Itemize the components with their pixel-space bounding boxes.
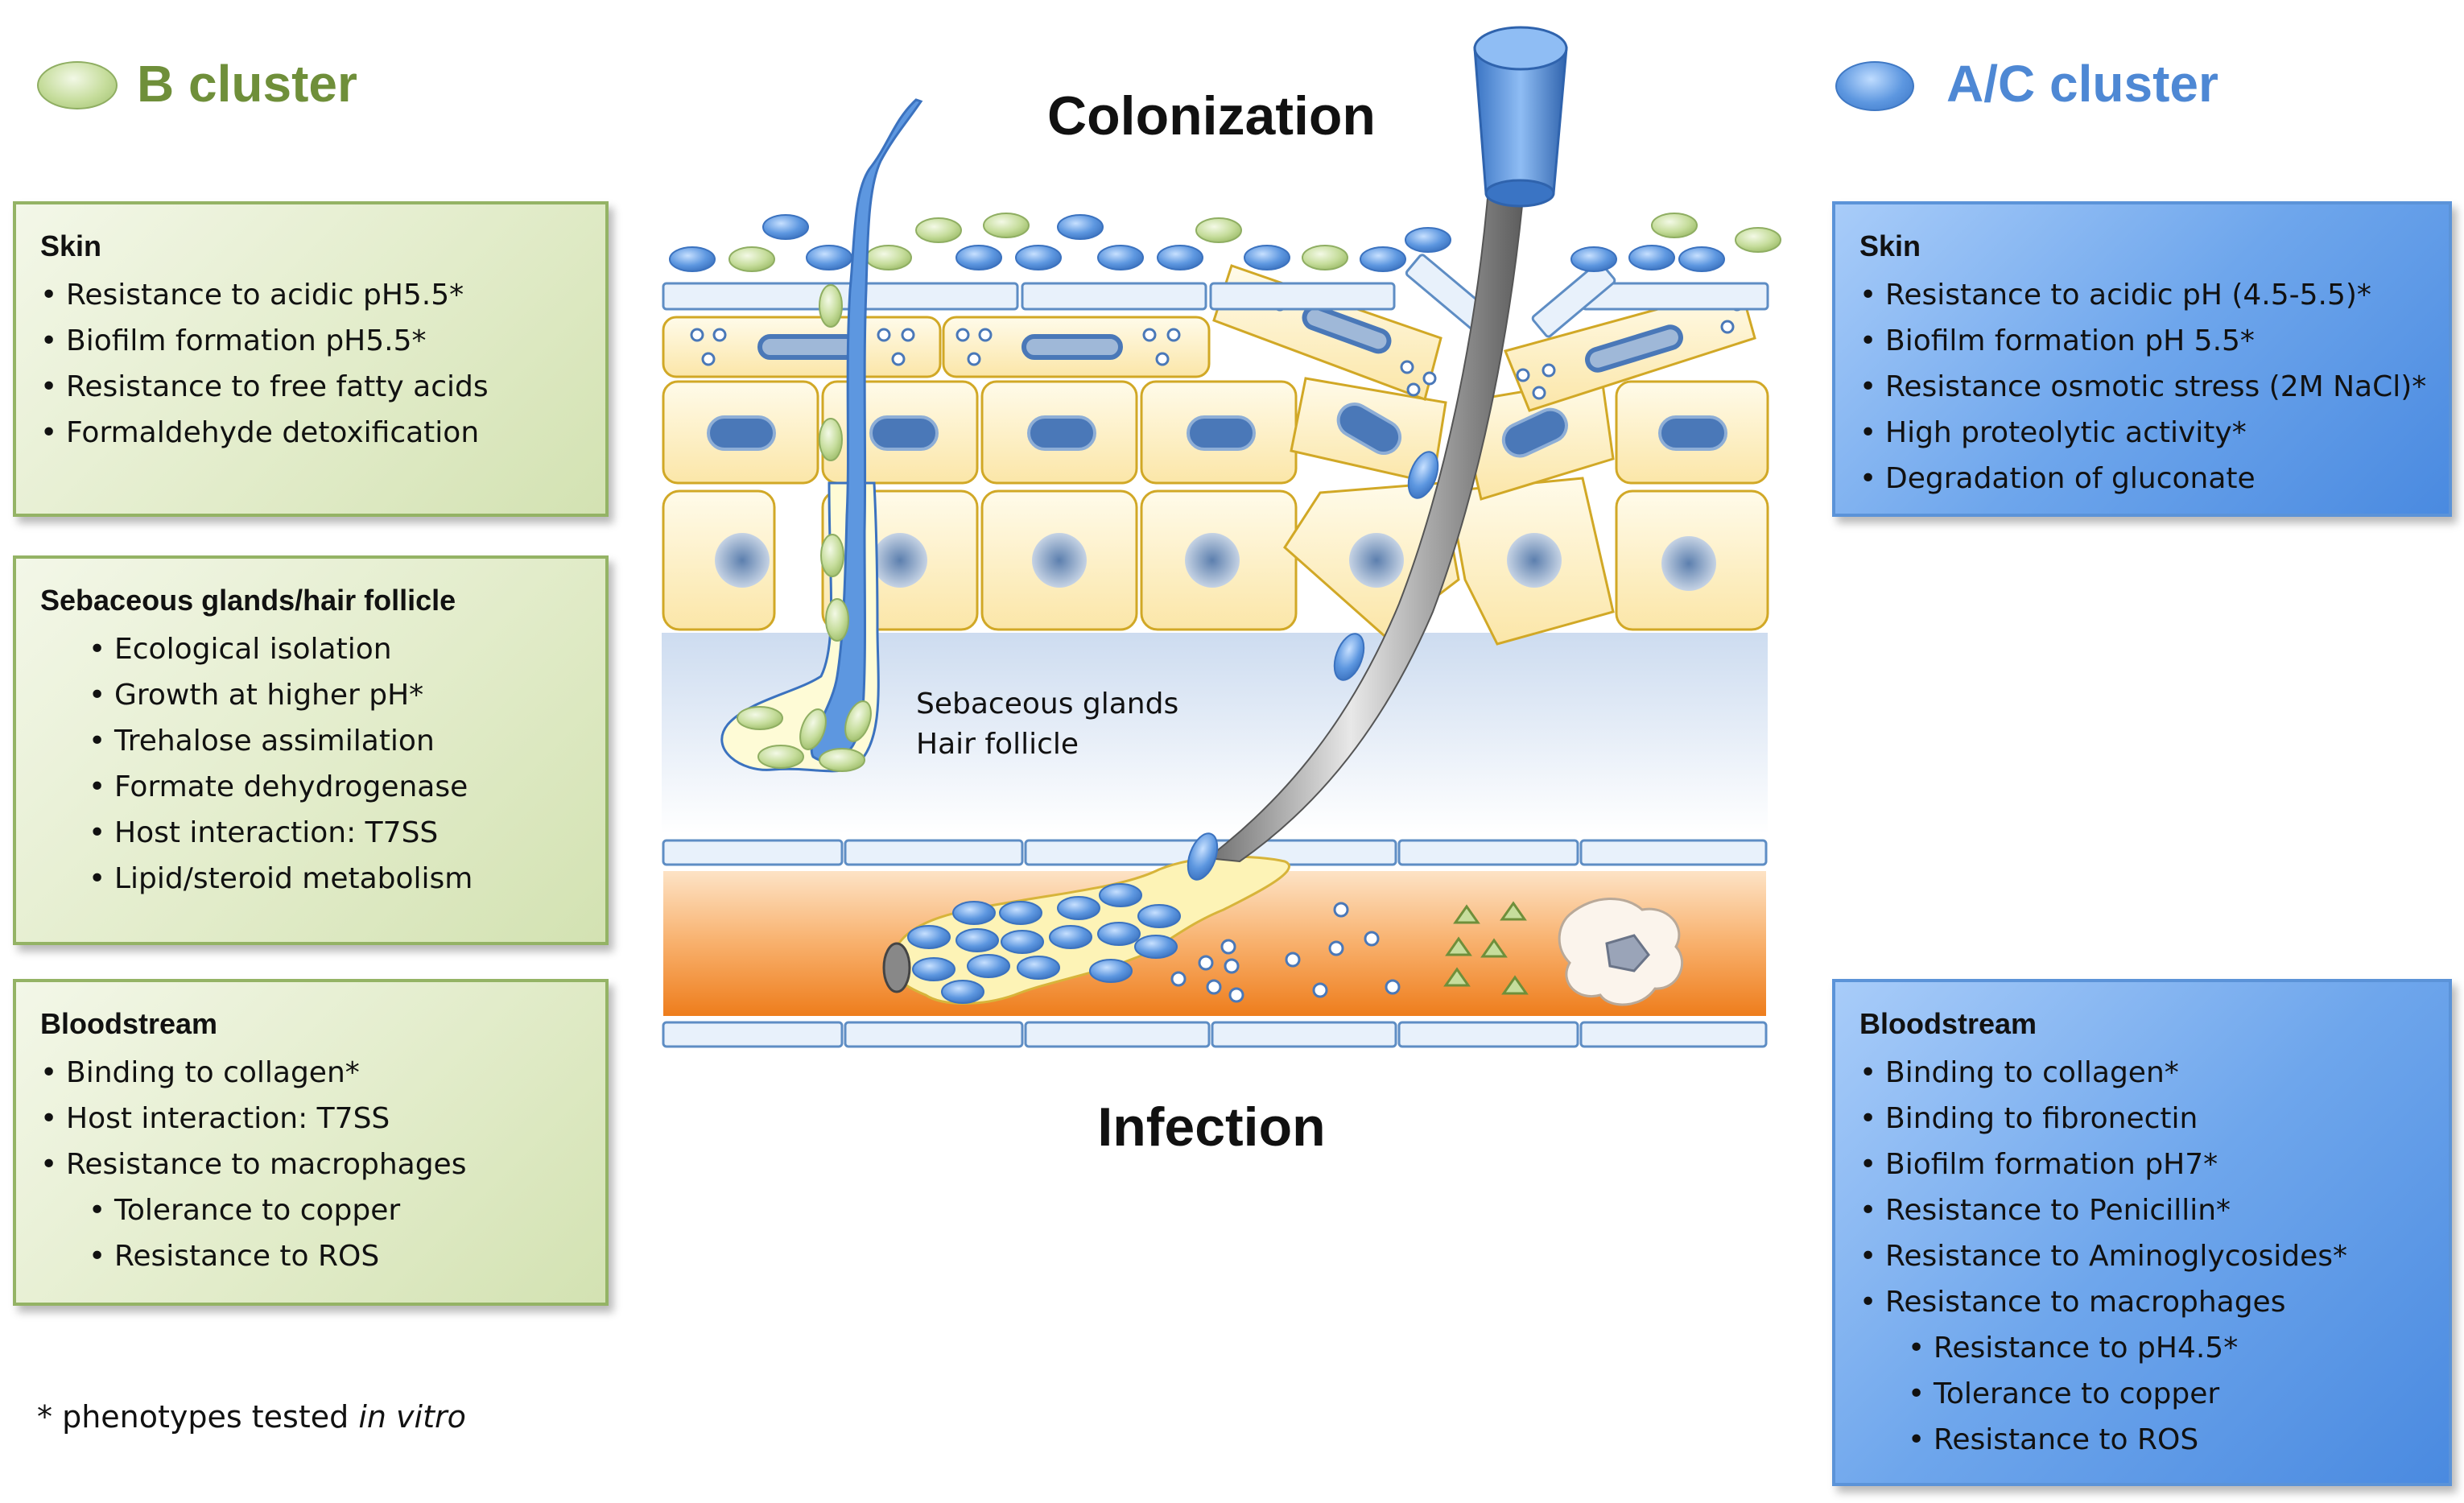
ac-skin-item: Resistance osmotic stress (2M NaCl)* — [1859, 364, 2426, 410]
ac-blood-item: Biofilm formation pH7* — [1859, 1142, 2425, 1187]
b-glands-item: Trehalose assimilation — [89, 718, 581, 764]
gland-label: Sebaceous glands Hair follicle — [916, 687, 1178, 761]
catheter-tip-end — [882, 942, 911, 993]
follicle-bacteria-green — [737, 284, 872, 772]
b-blood-item: Binding to collagen* — [40, 1050, 581, 1096]
b-glands-item: Ecological isolation — [89, 626, 581, 672]
spinous-nuclei — [707, 403, 1727, 458]
b-skin-item: Formaldehyde detoxification — [40, 410, 581, 456]
ac-blood-subitem: Resistance to ROS — [1908, 1417, 2425, 1463]
blood-bacteria-blue — [907, 883, 1181, 1004]
ac-blood-item: Resistance to macrophages — [1859, 1279, 2425, 1325]
b-glands-item: Lipid/steroid metabolism — [89, 856, 581, 902]
infection-label: Infection — [1097, 1096, 1326, 1158]
granular-nuclei — [757, 304, 1683, 373]
catheter-bacteria-blue — [1187, 451, 1439, 881]
ac-blood-item: Binding to collagen* — [1859, 1050, 2425, 1096]
ac-blood-subitem: Resistance to pH4.5* — [1908, 1325, 2425, 1371]
macrophage — [1558, 897, 1684, 1006]
b-cluster-title: B cluster — [137, 55, 357, 113]
b-blood-panel: Bloodstream Binding to collagen* Host in… — [13, 979, 609, 1306]
vessel-wall-top — [662, 839, 1768, 866]
footnote: * phenotypes tested in vitro — [37, 1399, 466, 1435]
b-glands-item: Host interaction: T7SS — [89, 810, 581, 856]
gland-label-1: Sebaceous glands — [916, 687, 1178, 721]
blood-triangles — [1443, 901, 1529, 995]
ac-blood-item: Resistance to Penicillin* — [1859, 1187, 2425, 1233]
b-skin-item: Biofilm formation pH5.5* — [40, 318, 581, 364]
b-glands-item: Growth at higher pH* — [89, 672, 581, 718]
b-skin-panel: Skin Resistance to acidic pH5.5* Biofilm… — [13, 201, 609, 517]
b-skin-title: Skin — [40, 229, 102, 262]
b-skin-item: Resistance to free fatty acids — [40, 364, 581, 410]
basal-nuclei — [715, 533, 1716, 591]
ac-cluster-title: A/C cluster — [1946, 55, 2218, 113]
blue-bacterium-icon — [1835, 61, 1914, 111]
ac-skin-item: High proteolytic activity* — [1859, 410, 2425, 456]
ac-skin-item: Resistance to acidic pH (4.5-5.5)* — [1859, 272, 2425, 318]
b-blood-item: Host interaction: T7SS — [40, 1096, 581, 1142]
colonization-label: Colonization — [1047, 85, 1376, 147]
surface-bacteria-green — [728, 213, 1781, 272]
ac-skin-panel: Skin Resistance to acidic pH (4.5-5.5)* … — [1832, 201, 2452, 517]
green-bacterium-icon — [37, 61, 118, 109]
blood-particles — [1170, 902, 1401, 1003]
b-blood-title: Bloodstream — [40, 1007, 218, 1040]
vessel-wall-bottom — [662, 1021, 1768, 1048]
ac-blood-panel: Bloodstream Binding to collagen* Binding… — [1832, 979, 2452, 1486]
b-skin-item: Resistance to acidic pH5.5* — [40, 272, 581, 318]
catheter-cap — [1473, 26, 1568, 208]
ac-skin-title: Skin — [1859, 229, 1921, 262]
b-glands-panel: Sebaceous glands/hair follicle Ecologica… — [13, 555, 609, 945]
footnote-prefix: * phenotypes tested — [37, 1399, 359, 1435]
b-blood-subitem: Resistance to ROS — [89, 1233, 581, 1279]
ac-blood-title: Bloodstream — [1859, 1007, 2037, 1040]
surface-bacteria-blue — [669, 214, 1725, 272]
gland-label-2: Hair follicle — [916, 728, 1079, 761]
ac-blood-subitem: Tolerance to copper — [1908, 1371, 2425, 1417]
ac-blood-item: Resistance to Aminoglycosides* — [1859, 1233, 2425, 1279]
ac-skin-item: Degradation of gluconate — [1859, 456, 2425, 502]
hair-shaft — [810, 98, 923, 763]
b-blood-subitem: Tolerance to copper — [89, 1187, 581, 1233]
b-glands-title: Sebaceous glands/hair follicle — [40, 584, 456, 617]
footnote-italic: in vitro — [358, 1399, 466, 1435]
b-glands-item: Formate dehydrogenase — [89, 764, 581, 810]
b-blood-item: Resistance to macrophages — [40, 1142, 581, 1187]
ac-blood-item: Binding to fibronectin — [1859, 1096, 2425, 1142]
ac-skin-item: Biofilm formation pH 5.5* — [1859, 318, 2425, 364]
